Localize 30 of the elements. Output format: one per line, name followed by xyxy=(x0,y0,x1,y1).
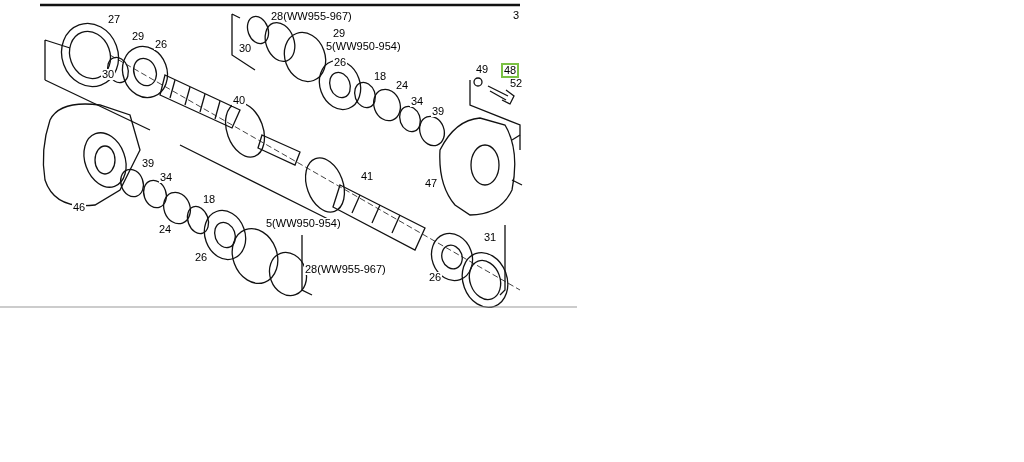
callout-number: 5(WW950-954) xyxy=(265,218,342,229)
callout-number: 41 xyxy=(360,171,375,182)
callout-number: 34 xyxy=(410,96,425,107)
callout-number: 3 xyxy=(512,10,521,21)
callout-number: 46 xyxy=(72,202,87,213)
callout-number: 39 xyxy=(141,158,156,169)
callout-number: 30 xyxy=(238,43,253,54)
callout-number: 28(WW955-967) xyxy=(270,11,353,22)
callout-number: 39 xyxy=(431,106,446,117)
callout-number: 26 xyxy=(194,252,209,263)
callout-number: 24 xyxy=(158,224,173,235)
callout-number: 29 xyxy=(332,28,347,39)
callout-number: 26 xyxy=(428,272,443,283)
callout-number: 48 xyxy=(501,63,520,78)
callout-number: 29 xyxy=(131,31,146,42)
callout-number: 28(WW955-967) xyxy=(304,264,387,275)
callout-number: 18 xyxy=(373,71,388,82)
callout-number: 34 xyxy=(159,172,174,183)
callout-number: 30 xyxy=(101,69,116,80)
callout-number: 27 xyxy=(107,14,122,25)
callout-number: 18 xyxy=(202,194,217,205)
callout-number: 47 xyxy=(424,178,439,189)
callout-number: 31 xyxy=(483,232,498,243)
callout-number: 5(WW950-954) xyxy=(325,41,402,52)
callout-number: 24 xyxy=(395,80,410,91)
callout-number: 26 xyxy=(333,57,348,68)
callout-number: 26 xyxy=(154,39,169,50)
callout-number: 52 xyxy=(509,78,524,89)
callout-number: 49 xyxy=(475,64,490,75)
callout-number: 40 xyxy=(232,95,247,106)
